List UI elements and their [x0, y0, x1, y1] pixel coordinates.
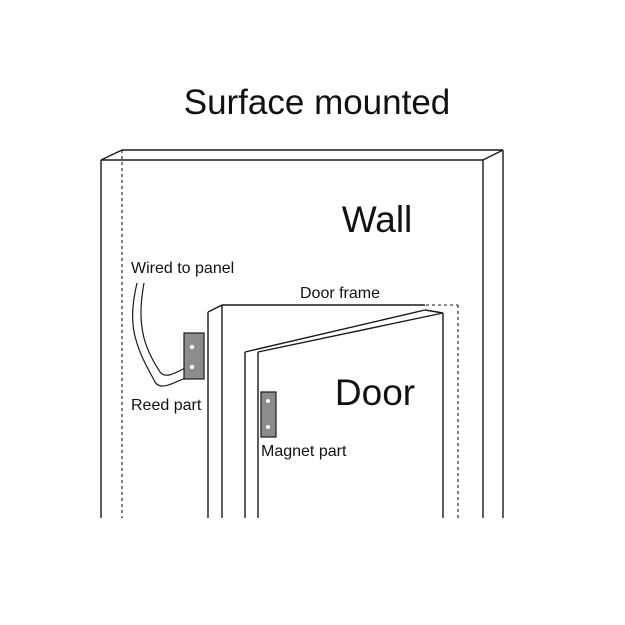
reed-part-sensor	[183, 332, 205, 380]
door-frame	[207, 304, 459, 518]
wall-top-right-bevel	[482, 149, 504, 161]
wire-outer	[132, 282, 186, 387]
reed-part-label: Reed part	[131, 397, 202, 414]
door-leaf	[244, 309, 444, 518]
door-top-front-edge	[257, 312, 444, 353]
wall-top-left-bevel	[100, 149, 123, 161]
magnet-part-screw-bottom	[266, 425, 270, 429]
magnet-part-body	[260, 391, 277, 438]
wires	[132, 282, 186, 387]
magnet-part-sensor	[260, 391, 277, 438]
reed-part-screw-top	[189, 344, 195, 350]
wire-inner	[140, 282, 186, 376]
diagram-title: Surface mounted	[184, 83, 451, 122]
wall-label: Wall	[342, 199, 413, 240]
reed-part-screw-bottom	[189, 364, 195, 370]
wall	[100, 149, 504, 518]
wired-to-panel-label: Wired to panel	[131, 260, 234, 277]
door-frame-label: Door frame	[300, 285, 380, 302]
frame-top-left-bevel	[207, 304, 223, 313]
door-top-right-bevel	[424, 309, 444, 314]
door-top-back-edge	[244, 309, 426, 353]
magnet-part-screw-top	[266, 399, 270, 403]
reed-part-body	[183, 332, 205, 380]
magnet-part-label: Magnet part	[261, 443, 347, 460]
door-label: Door	[335, 372, 415, 413]
